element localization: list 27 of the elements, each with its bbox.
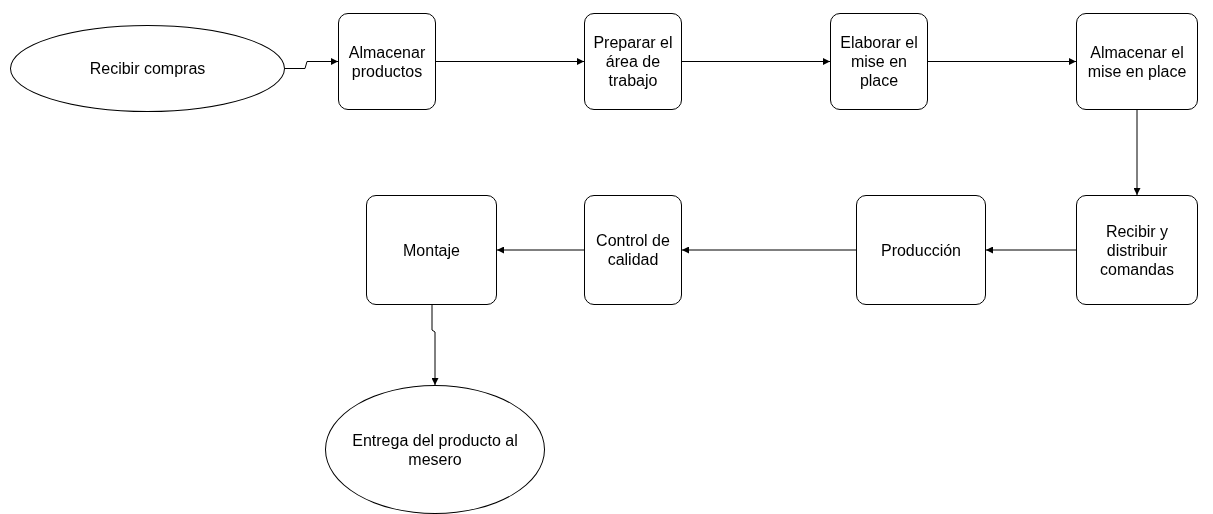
arrow <box>431 304 439 386</box>
node-label: Elaborar el mise en place <box>839 33 919 90</box>
process-box <box>366 195 497 305</box>
arrow <box>496 246 585 254</box>
node-label: Almacenar el mise en place <box>1086 42 1188 81</box>
process-box <box>1076 13 1198 110</box>
node-label: Recibir y distribuir comandas <box>1099 221 1175 279</box>
process-box <box>1076 195 1198 305</box>
process-box <box>856 195 986 305</box>
arrow <box>681 58 831 65</box>
node-label: Control de calidad <box>595 231 671 269</box>
process-box <box>338 13 436 110</box>
node-label: Preparar el área de trabajo <box>592 33 674 90</box>
arrow <box>1133 109 1141 196</box>
node-label: Recibir compras <box>89 59 206 78</box>
arrow <box>927 58 1077 65</box>
node-label: Producción <box>880 240 961 260</box>
node-label: Almacenar productos <box>347 42 427 81</box>
arrow <box>435 58 585 65</box>
node-label: Entrega del producto al mesero <box>351 430 519 469</box>
arrow <box>284 58 339 69</box>
arrow <box>985 246 1077 254</box>
process-box <box>584 195 682 305</box>
process-box <box>830 13 928 110</box>
process-box <box>584 13 682 110</box>
arrow <box>681 246 857 254</box>
node-label: Montaje <box>403 240 460 260</box>
